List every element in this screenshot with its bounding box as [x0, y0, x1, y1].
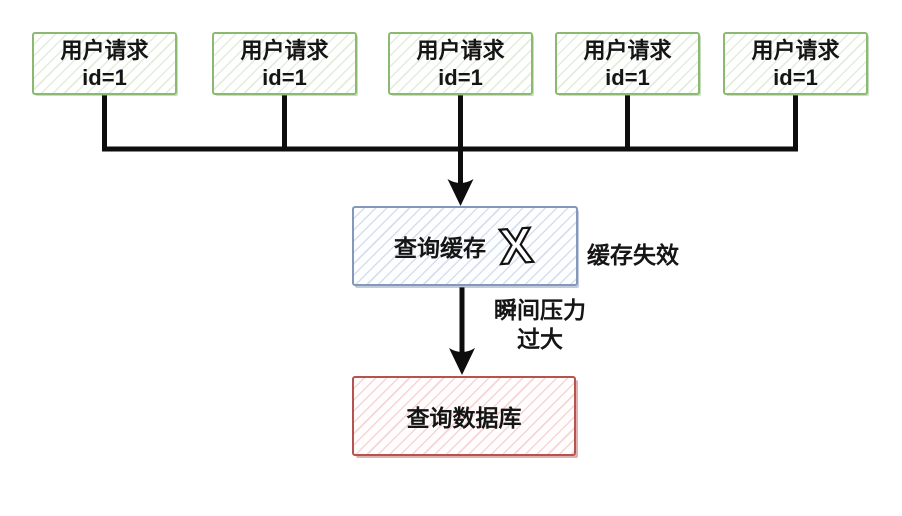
request-box-title: 用户请求: [583, 37, 672, 63]
request-box-title: 用户请求: [240, 37, 329, 63]
cache-miss-x-icon: X: [496, 219, 535, 273]
request-box-4: 用户请求 id=1: [555, 32, 700, 95]
request-box-id: id=1: [262, 64, 307, 90]
request-box-id: id=1: [438, 64, 483, 90]
pressure-label-line2: 过大: [517, 326, 563, 352]
request-box-title: 用户请求: [751, 37, 840, 63]
pressure-label-line1: 瞬间压力: [494, 297, 586, 323]
svg-text:X: X: [497, 219, 534, 273]
cache-status-label: 缓存失效: [587, 242, 679, 268]
arrowhead-to-db: [449, 348, 475, 375]
request-box-id: id=1: [605, 64, 650, 90]
database-box: 查询数据库: [352, 376, 576, 456]
request-box-id: id=1: [82, 64, 127, 90]
arrowhead-to-cache: [447, 179, 474, 206]
cache-box: 查询缓存 X: [352, 206, 578, 286]
request-box-title: 用户请求: [60, 37, 149, 63]
request-box-2: 用户请求 id=1: [212, 32, 357, 95]
request-box-5: 用户请求 id=1: [723, 32, 868, 95]
cache-box-label: 查询缓存: [394, 235, 486, 261]
database-box-label: 查询数据库: [406, 405, 522, 431]
request-box-title: 用户请求: [416, 37, 505, 63]
request-box-3: 用户请求 id=1: [388, 32, 533, 95]
request-box-id: id=1: [773, 64, 818, 90]
request-box-1: 用户请求 id=1: [32, 32, 177, 95]
pressure-label: 瞬间压力 过大: [478, 296, 602, 354]
